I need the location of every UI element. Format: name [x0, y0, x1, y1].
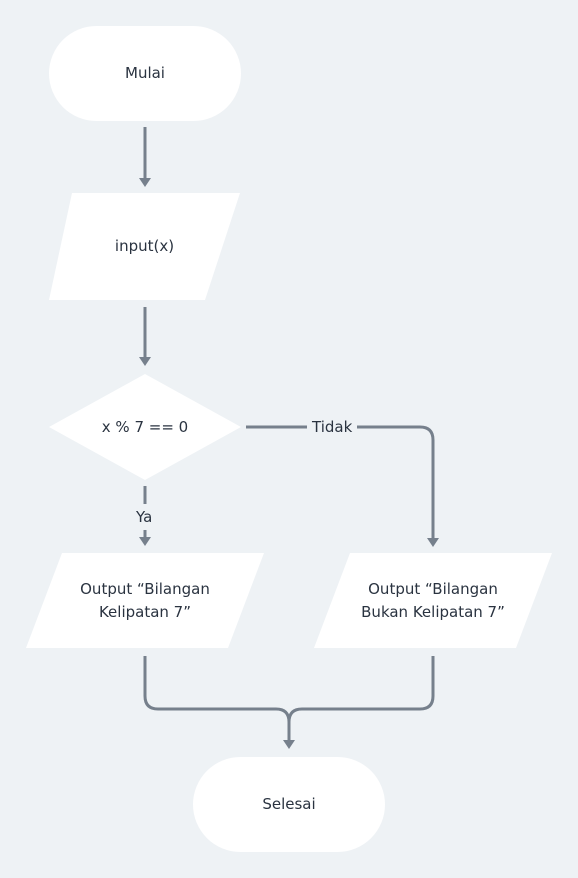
output-no-label-line1: Output “Bilangan — [368, 579, 498, 598]
output-no-node: Output “Bilangan Bukan Kelipatan 7” — [314, 553, 552, 648]
output-yes-parallelogram-shape — [26, 553, 264, 648]
decision-diamond-shape — [49, 374, 241, 480]
decision-label: x % 7 == 0 — [101, 417, 189, 436]
connector-yes-to-end — [143, 656, 291, 740]
connector-decision-to-no — [246, 425, 435, 539]
arrowhead-start-to-input — [139, 178, 151, 187]
input-node: input(x) — [49, 193, 240, 300]
start-label: Mulai — [125, 64, 165, 82]
decision-node: x % 7 == 0 — [49, 374, 241, 480]
output-no-label-line2: Bukan Kelipatan 7” — [361, 602, 505, 621]
output-no-parallelogram-shape — [314, 553, 552, 648]
arrowhead-decision-to-no — [427, 538, 439, 547]
arrowhead-input-to-decision — [139, 357, 151, 366]
output-yes-label-line1: Output “Bilangan — [80, 579, 210, 598]
input-parallelogram-shape — [49, 193, 240, 300]
no-edge-label: Tidak — [310, 418, 355, 436]
end-terminal-shape — [193, 757, 385, 852]
end-node: Selesai — [193, 757, 385, 852]
arrowhead-decision-to-yes — [139, 537, 151, 546]
arrowhead-merge-to-end — [283, 740, 295, 749]
output-yes-label-line2: Kelipatan 7” — [98, 602, 191, 621]
connector-no-to-end — [287, 656, 435, 723]
yes-edge-label: Ya — [134, 508, 155, 526]
output-yes-node: Output “Bilangan Kelipatan 7” — [26, 553, 264, 648]
input-label: input(x) — [114, 237, 175, 255]
start-node: Mulai — [49, 26, 241, 121]
end-label: Selesai — [262, 795, 316, 813]
start-terminal-shape — [49, 26, 241, 121]
